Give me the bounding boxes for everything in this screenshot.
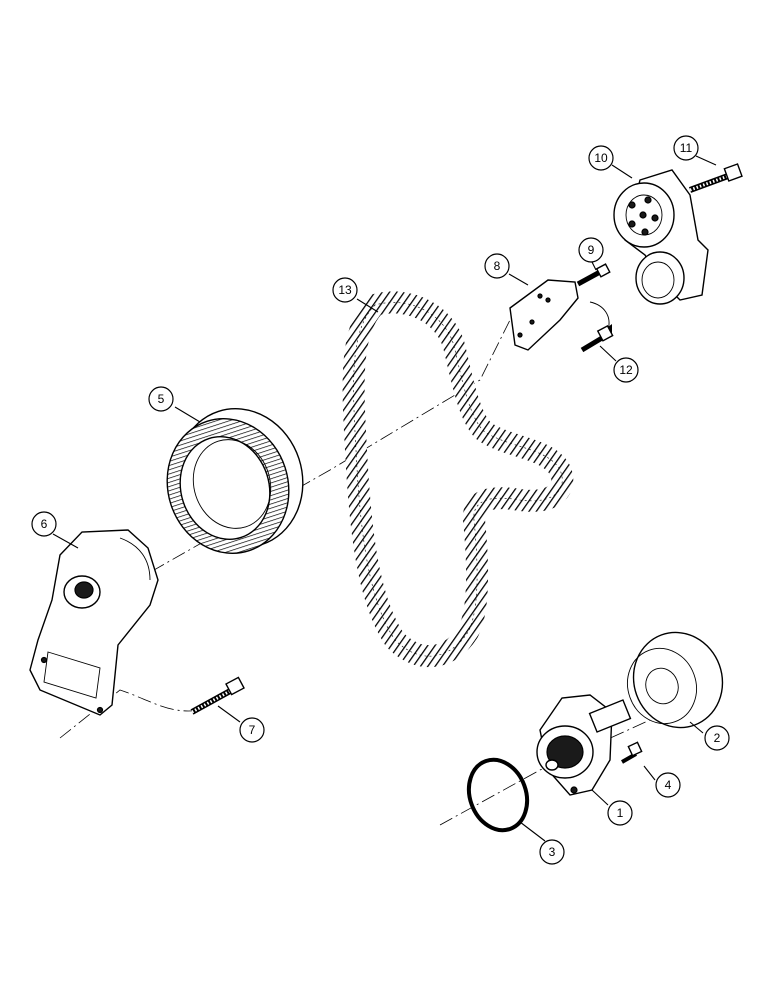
svg-text:8: 8 [494,259,501,273]
callout-6: 6 [31,511,57,537]
fan-support-bracket [29,529,159,716]
svg-text:10: 10 [594,151,608,165]
callout-7: 7 [239,717,265,743]
svg-text:13: 13 [338,283,352,297]
svg-text:5: 5 [158,392,165,406]
svg-text:3: 3 [549,845,556,859]
water-pump [536,694,632,796]
svg-text:2: 2 [714,731,721,745]
bolt-12 [580,301,614,353]
bolt-11 [688,163,743,193]
water-pump-pulley [627,631,724,729]
callout-9: 9 [578,237,604,263]
callout-13: 13 [332,277,358,303]
serpentine-belt [342,291,574,668]
bolt-4 [621,741,643,764]
svg-text:1: 1 [617,806,624,820]
callout-8: 8 [484,253,510,279]
o-ring [466,757,530,833]
svg-text:12: 12 [619,363,633,377]
callout-10: 10 [588,145,614,171]
callout-3: 3 [539,839,565,865]
leader-lines [52,155,717,842]
svg-text:9: 9 [588,243,595,257]
crankshaft-pulley [166,408,304,554]
callout-11: 11 [673,135,699,161]
svg-text:4: 4 [665,778,672,792]
callout-2: 2 [704,725,730,751]
svg-text:11: 11 [680,141,693,155]
svg-text:6: 6 [41,517,48,531]
bolt-9 [576,263,611,287]
callout-5: 5 [148,386,174,412]
belt-tensioner [613,169,709,305]
bolt-7 [190,676,245,715]
svg-text:7: 7 [249,723,256,737]
callout-12: 12 [613,357,639,383]
callout-1: 1 [607,800,633,826]
callouts: 5 6 7 13 8 9 10 11 [31,135,730,865]
tensioner-mounting-bracket [509,279,579,351]
callout-4: 4 [655,772,681,798]
